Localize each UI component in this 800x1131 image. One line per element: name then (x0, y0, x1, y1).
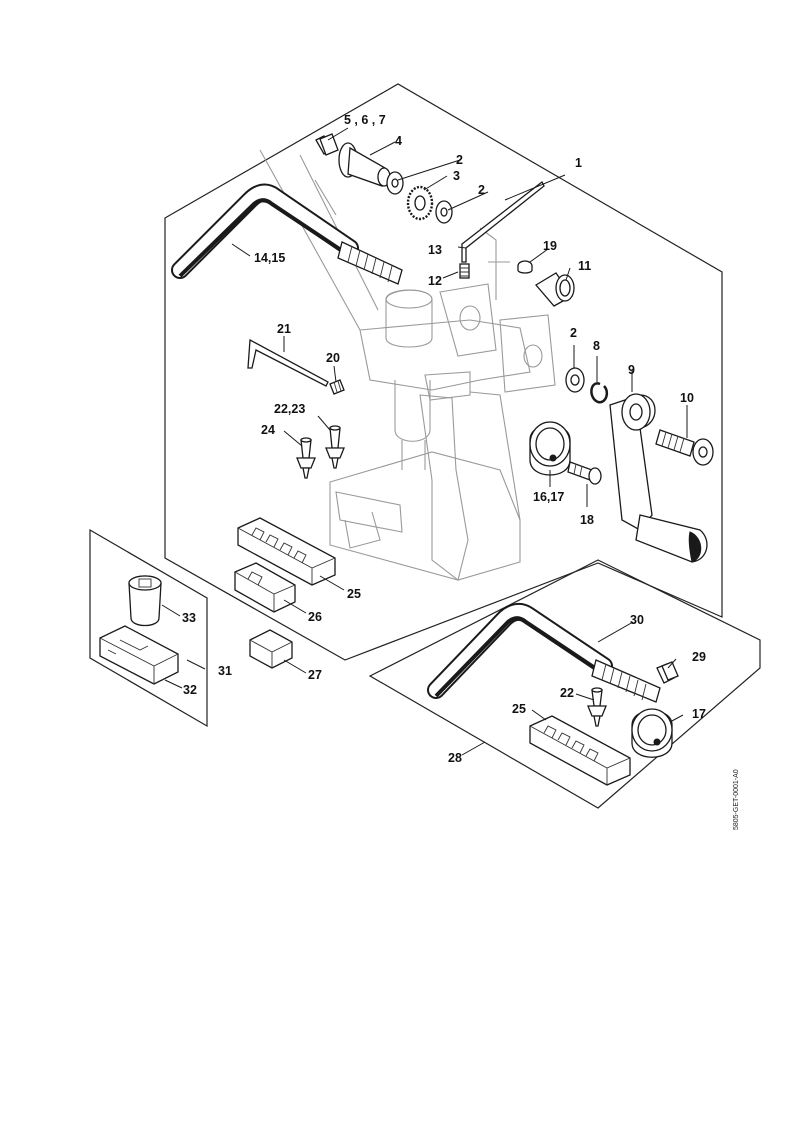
socket-part (128, 575, 162, 627)
grease-nipple-part (656, 661, 679, 684)
crank-handle-part (609, 393, 708, 563)
leader-lines (161, 127, 688, 756)
callout-32: 32 (183, 683, 197, 697)
allen-key-part (247, 338, 329, 387)
callout-5-6-7: 5 , 6 , 7 (344, 113, 386, 127)
pin-part (587, 687, 607, 727)
callout-25: 25 (512, 702, 526, 716)
callout-30: 30 (630, 613, 644, 627)
screw-part (567, 461, 602, 485)
callout-31: 31 (218, 664, 232, 678)
callout-8: 8 (593, 339, 600, 353)
callout-1: 1 (575, 156, 582, 170)
callout-10: 10 (680, 391, 694, 405)
washer-part (440, 207, 448, 217)
callout-22: 22 (560, 686, 574, 700)
holder-part (99, 625, 179, 685)
circlip-part (590, 382, 609, 404)
cap-screw-part (655, 429, 714, 466)
callout-24: 24 (261, 423, 275, 437)
callout-13: 13 (428, 243, 442, 257)
callout-26: 26 (308, 610, 322, 624)
kit-28-frame (368, 559, 761, 809)
small-screw-part (329, 379, 345, 395)
callout-20: 20 (326, 351, 340, 365)
callout-2: 2 (456, 153, 463, 167)
callout-28: 28 (448, 751, 462, 765)
callout-2: 2 (478, 183, 485, 197)
spindle-part (338, 142, 391, 187)
pulley-wheel-part (529, 421, 571, 476)
kit-31-frame (89, 528, 208, 728)
callout-9: 9 (628, 363, 635, 377)
callout-16-17: 16,17 (533, 490, 564, 504)
bushing-part (535, 272, 575, 307)
stand-body-ghost (259, 149, 556, 581)
lever-part (427, 602, 661, 703)
callout-labels: 1 2 2 2 3 4 5 , 6 , 7 8 9 10 11 12 13 14… (182, 113, 706, 765)
allen-key-part (461, 181, 545, 263)
callout-22-23: 22,23 (274, 402, 305, 416)
callout-14-15: 14,15 (254, 251, 285, 265)
callout-21: 21 (277, 322, 291, 336)
callout-4: 4 (395, 134, 402, 148)
callout-33: 33 (182, 611, 196, 625)
washer-part (391, 178, 399, 188)
vise-jaw-part (234, 562, 296, 613)
document-id: 5805-GET-0001-A0 (733, 769, 740, 830)
cap-part (517, 260, 533, 274)
lever-part (171, 183, 403, 285)
callout-12: 12 (428, 274, 442, 288)
callout-3: 3 (453, 169, 460, 183)
bearing-part (414, 195, 426, 211)
grease-nipple-part (315, 133, 339, 156)
callout-27: 27 (308, 668, 322, 682)
vise-jaw-part (237, 517, 336, 586)
pin-part (325, 425, 345, 469)
callout-19: 19 (543, 239, 557, 253)
callout-2: 2 (570, 326, 577, 340)
set-screw-part (459, 263, 470, 279)
jaw-insert-part (249, 629, 293, 669)
callout-25: 25 (347, 587, 361, 601)
callout-11: 11 (578, 259, 591, 273)
callout-18: 18 (580, 513, 594, 527)
pin-part (296, 437, 316, 479)
washer-part (570, 374, 580, 386)
pulley-wheel-part (631, 708, 673, 758)
vise-jaw-part (529, 715, 631, 786)
callout-17: 17 (692, 707, 706, 721)
callout-29: 29 (692, 650, 706, 664)
